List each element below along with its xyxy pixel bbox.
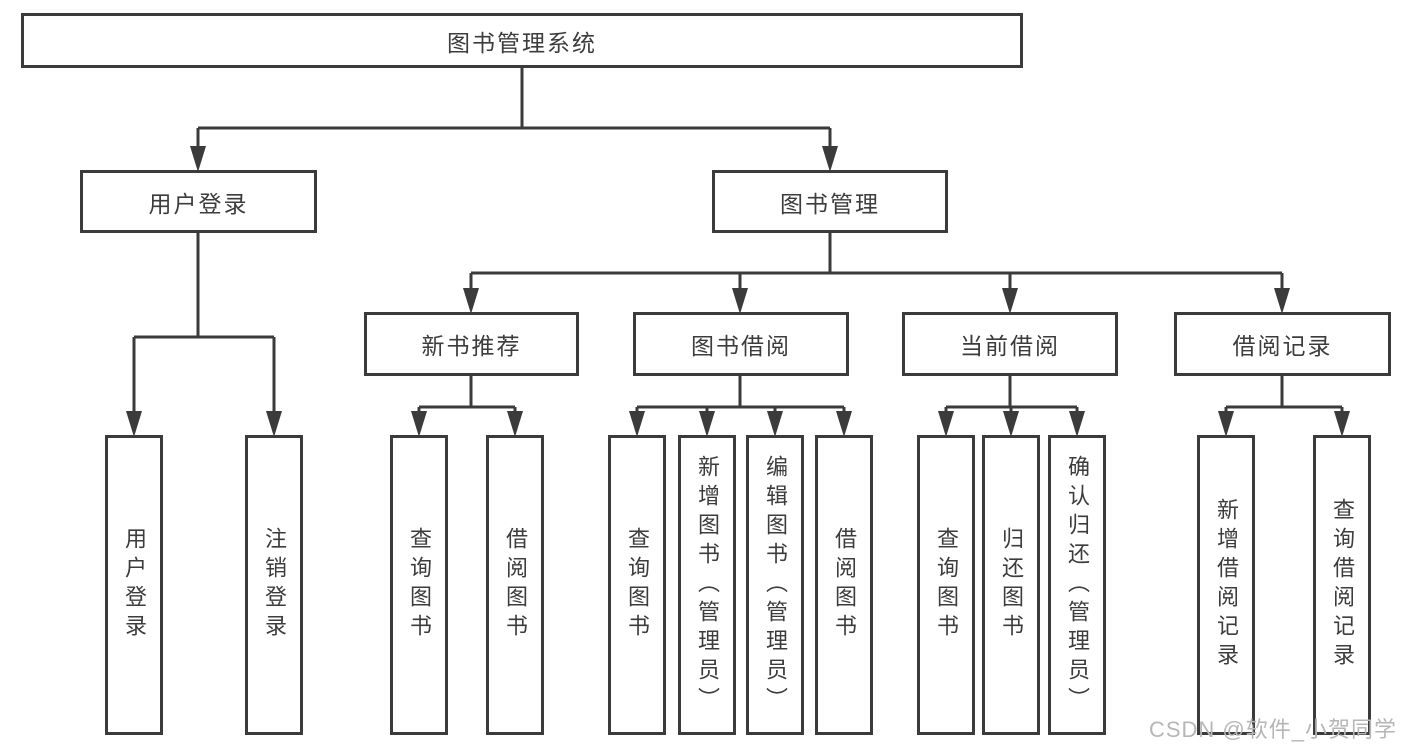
leaf-query-books-current: 查询图书 (917, 435, 975, 735)
node-label: 用户登录 (122, 527, 147, 643)
leaf-edit-books-admin: 编辑图书（管理员） (746, 435, 804, 735)
node-root-system: 图书管理系统 (21, 13, 1023, 68)
leaf-confirm-return-admin: 确认归还（管理员） (1048, 435, 1106, 735)
leaf-return-books: 归还图书 (982, 435, 1040, 735)
connector-root-to-level2 (196, 66, 832, 150)
node-label: 当前借阅 (960, 333, 1060, 359)
leaf-query-books-recommend: 查询图书 (390, 435, 448, 735)
node-label: 新书推荐 (421, 333, 522, 359)
node-label: 借阅记录 (1232, 333, 1333, 359)
node-current-borrow: 当前借阅 (902, 312, 1118, 376)
csdn-watermark: CSDN @软件_小贺同学 (1148, 717, 1397, 742)
connector-borrow-to-leaves (635, 374, 846, 417)
node-label: 新增借阅记录 (1214, 498, 1239, 672)
node-label: 图书管理系统 (447, 29, 597, 56)
connector-current-to-leaves (944, 374, 1079, 417)
node-label: 注销登录 (262, 527, 287, 643)
node-new-book-recommend: 新书推荐 (364, 312, 579, 376)
node-label: 图书管理 (780, 190, 880, 217)
leaf-borrow-books-recommend: 借阅图书 (486, 435, 544, 735)
node-label: 查询图书 (407, 527, 432, 643)
connector-records-to-leaves (1224, 374, 1344, 417)
node-label: 查询借阅记录 (1330, 498, 1355, 672)
leaf-logout: 注销登录 (245, 435, 303, 735)
node-book-borrow: 图书借阅 (633, 312, 849, 376)
node-label: 借阅图书 (503, 527, 528, 643)
leaf-borrow-books: 借阅图书 (815, 435, 873, 735)
leaf-query-borrow-record: 查询借阅记录 (1313, 435, 1371, 735)
node-borrow-records: 借阅记录 (1174, 312, 1391, 376)
node-label: 确认归还（管理员） (1065, 454, 1090, 716)
node-book-management: 图书管理 (712, 170, 948, 233)
node-label: 查询图书 (625, 527, 650, 643)
node-label: 图书借阅 (691, 333, 791, 359)
leaf-user-login: 用户登录 (105, 435, 163, 735)
connector-user-login-to-leaves (132, 231, 276, 415)
node-label: 借阅图书 (832, 527, 857, 643)
connector-recommend-to-leaves (417, 374, 517, 417)
leaf-query-books-borrow: 查询图书 (608, 435, 666, 735)
node-label: 用户登录 (148, 190, 249, 217)
connector-book-mgmt-to-level3 (469, 231, 1284, 292)
node-label: 新增图书（管理员） (695, 454, 720, 716)
leaf-add-borrow-record: 新增借阅记录 (1197, 435, 1255, 735)
leaf-add-books-admin: 新增图书（管理员） (678, 435, 736, 735)
node-label: 编辑图书（管理员） (763, 454, 788, 716)
node-label: 查询图书 (934, 527, 959, 643)
node-label: 归还图书 (999, 527, 1024, 643)
node-user-login: 用户登录 (80, 170, 317, 233)
